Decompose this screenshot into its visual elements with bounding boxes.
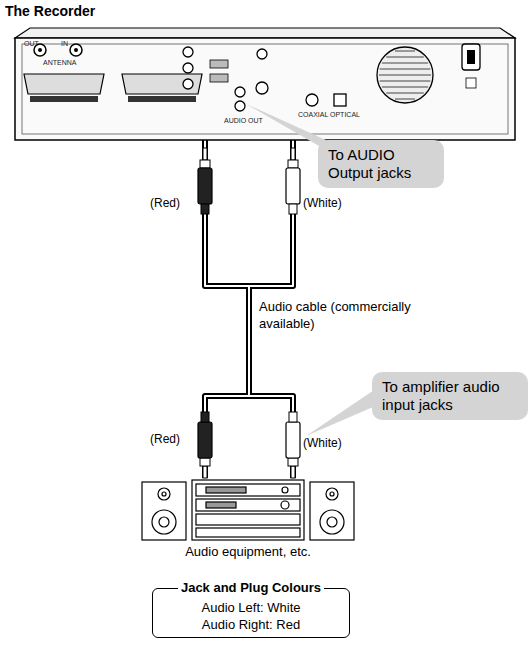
legend-node: Jack and Plug ColoursAudio Left: WhiteAu… [152, 588, 350, 638]
stereo-illustration [142, 480, 354, 540]
red-plug [198, 412, 212, 478]
cable-label: Audio cable (commercially available) [259, 298, 415, 332]
plug-colour-label: (Red) [150, 196, 180, 210]
white-plug [286, 148, 300, 214]
recorder-panel [15, 28, 515, 140]
callout-box: To AUDIO Output jacks [318, 140, 444, 188]
node-text: To amplifier audio input jacks [382, 378, 518, 414]
legend-heading-text: Jack and Plug Colours [178, 580, 324, 595]
panel-label: AUDIO OUT [224, 117, 263, 124]
white-plug [286, 412, 300, 478]
legend-heading: Jack and Plug Colours [153, 580, 349, 596]
panel-label: OPTICAL [330, 111, 360, 118]
callout-tail [306, 386, 380, 436]
callout-box: To amplifier audio input jacks [372, 372, 528, 420]
panel-label: OUT [24, 40, 39, 47]
panel-label: IN [61, 40, 68, 47]
recorder-title: The Recorder [5, 3, 95, 19]
panel-label: ANTENNA [43, 59, 76, 66]
plug-colour-label: (Red) [150, 432, 180, 446]
equipment-label: Audio equipment, etc. [140, 478, 356, 559]
red-plug [198, 148, 212, 214]
plug-colour-label: (White) [303, 196, 342, 210]
legend-line: Audio Left: White [159, 599, 343, 616]
plug-colour-label: (White) [303, 436, 342, 450]
node-text: To AUDIO Output jacks [328, 146, 434, 182]
panel-label: COAXIAL [298, 111, 328, 118]
legend-line: Audio Right: Red [159, 616, 343, 633]
recorder-node: The Recorder [15, 38, 515, 140]
audio-node: Audio equipment, etc. [140, 478, 356, 559]
